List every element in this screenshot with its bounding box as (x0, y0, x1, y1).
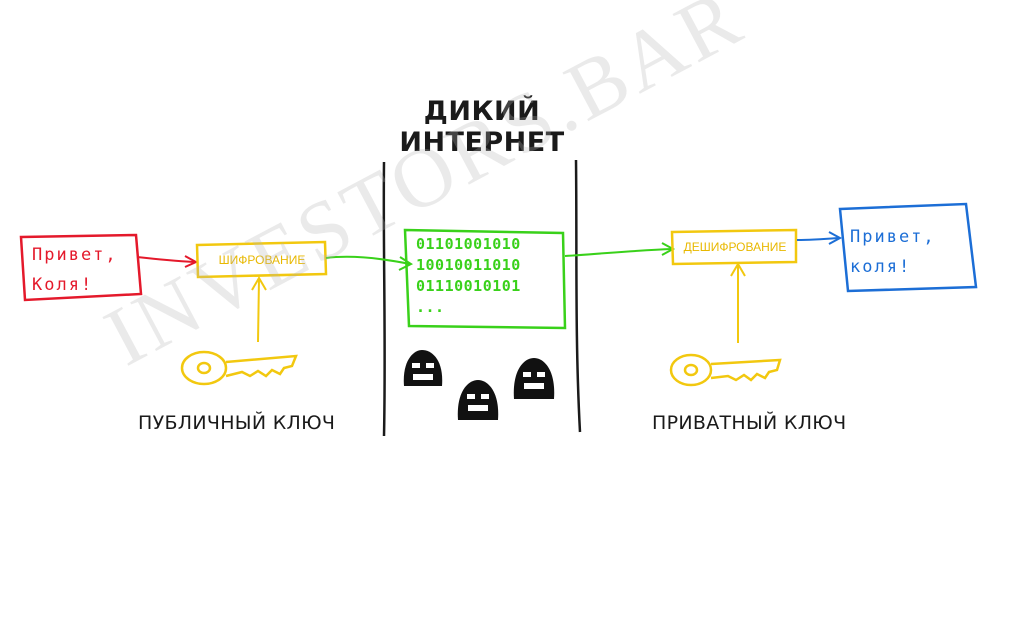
sender-message-line1: Привет, (32, 245, 118, 265)
hacker-icon (403, 350, 443, 386)
binary-line2: 10010011010 (416, 256, 521, 274)
hacker-icon (457, 380, 499, 420)
arrow-head-icon (398, 256, 414, 271)
arrow-to-encrypt (136, 256, 195, 263)
encrypted-data-box (403, 228, 567, 330)
internet-left-boundary (382, 161, 386, 437)
encrypted-data: 01101001010 10010011010 01110010101 ... (416, 234, 521, 318)
receiver-message-line1: Привет, (850, 227, 936, 247)
sender-message-box (19, 233, 143, 302)
public-key-icon (180, 350, 298, 386)
arrow-head-icon (184, 255, 199, 268)
internet-title-line2: ИНТЕРНЕТ (399, 127, 565, 158)
receiver-message-line2: коля! (850, 257, 912, 277)
encrypt-label: ШИФРОВАНИЕ (218, 253, 306, 267)
private-key-icon (669, 353, 782, 387)
private-key-label: ПРИВАТНЫЙ КЛЮЧ (652, 412, 847, 434)
arrow-head-icon (251, 276, 267, 291)
internet-right-boundary (574, 159, 582, 433)
public-key-arrow (257, 277, 260, 343)
hacker-icon (513, 358, 555, 399)
binary-line1: 01101001010 (416, 235, 521, 253)
sender-message: Привет, Коля! (32, 240, 118, 300)
internet-title: ДИКИЙ ИНТЕРНЕТ (372, 96, 592, 158)
arrow-to-decrypt (564, 248, 673, 257)
public-key-label: ПУБЛИЧНЫЙ КЛЮЧ (138, 412, 336, 434)
binary-line3: 01110010101 (416, 277, 521, 295)
arrow-to-receiver (796, 237, 839, 241)
binary-line4: ... (416, 298, 445, 316)
encrypt-box (195, 240, 328, 279)
receiver-message: Привет, коля! (850, 222, 936, 282)
arrow-head-icon (828, 231, 843, 245)
internet-title-line1: ДИКИЙ (423, 96, 541, 127)
decrypt-label: ДЕШИФРОВАНИЕ (683, 240, 787, 254)
decrypt-box (670, 228, 798, 266)
arrow-to-internet (325, 255, 411, 265)
arrow-head-icon (730, 262, 746, 277)
receiver-message-box (838, 202, 978, 293)
sender-message-line2: Коля! (32, 275, 94, 295)
